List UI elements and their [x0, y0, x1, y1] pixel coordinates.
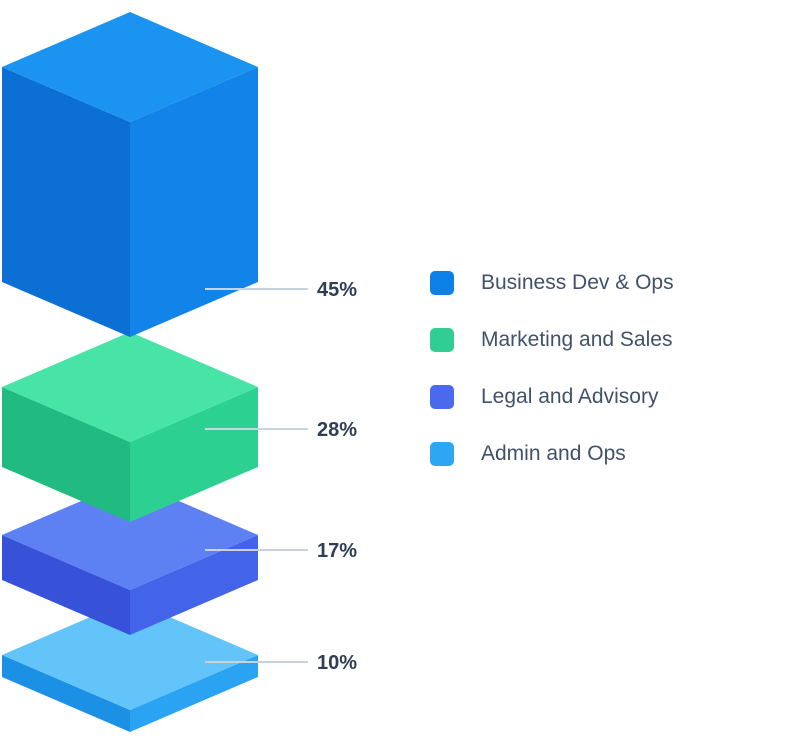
segment-admin-top-face: [2, 600, 258, 710]
legend-item-admin: Admin and Ops: [430, 442, 674, 466]
segment-legal-and-advisory: [2, 480, 258, 635]
legend-swatch-marketing: [430, 328, 454, 352]
segment-marketing-and-sales: [2, 332, 258, 522]
value-label-28: 28%: [317, 419, 357, 441]
legend-swatch-rect: [430, 442, 454, 466]
legend-item-legal: Legal and Advisory: [430, 385, 674, 409]
legend-swatch-business-dev: [430, 271, 454, 295]
segment-business-right-face: [130, 67, 258, 337]
segment-legal-right-face: [130, 535, 258, 635]
legend-label-legal: Legal and Advisory: [481, 385, 659, 408]
segment-admin-right-face: [130, 655, 258, 732]
value-label-10: 10%: [317, 652, 357, 674]
legend-swatch-legal: [430, 385, 454, 409]
legend-item-marketing: Marketing and Sales: [430, 328, 674, 352]
segment-marketing-right-face: [130, 387, 258, 522]
value-label-17: 17%: [317, 540, 357, 562]
segment-legal-left-face: [2, 535, 130, 635]
segment-admin-and-ops: [2, 600, 258, 732]
legend-swatch-rect: [430, 271, 454, 295]
legend-swatch-admin: [430, 442, 454, 466]
legend-item-business-dev: Business Dev & Ops: [430, 271, 674, 295]
segment-business-top-face: [2, 12, 258, 122]
segment-marketing-left-face: [2, 387, 130, 522]
segment-legal-top-face: [2, 480, 258, 590]
value-label-45: 45%: [317, 279, 357, 301]
segment-admin-left-face: [2, 655, 130, 732]
legend-label-admin: Admin and Ops: [481, 442, 626, 465]
legend-label-business-dev: Business Dev & Ops: [481, 271, 674, 294]
legend: Business Dev & Ops Marketing and Sales L…: [430, 271, 674, 466]
segment-business-left-face: [2, 67, 130, 337]
legend-swatch-rect: [430, 328, 454, 352]
legend-swatch-rect: [430, 385, 454, 409]
segment-business-dev-and-ops: [2, 12, 258, 337]
segment-marketing-top-face: [2, 332, 258, 442]
legend-label-marketing: Marketing and Sales: [481, 328, 673, 351]
